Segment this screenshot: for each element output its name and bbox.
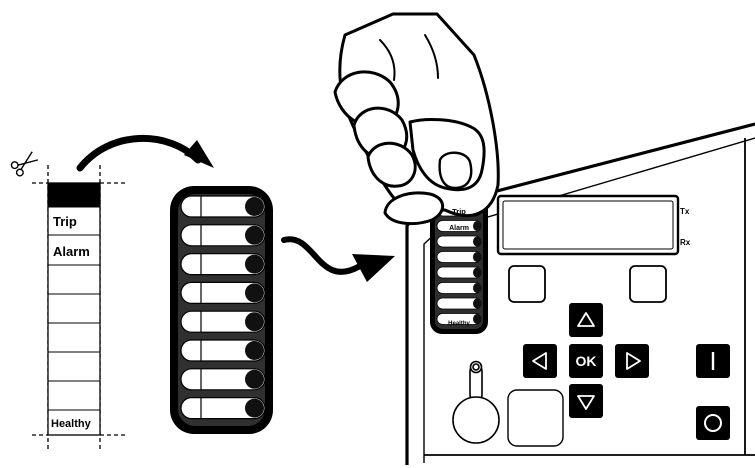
nav-down-button[interactable] xyxy=(569,384,603,418)
insert-arrow-2 xyxy=(281,236,395,282)
panel-label-healthy: Healthy xyxy=(448,321,470,327)
strip-label-alarm: Alarm xyxy=(53,244,90,259)
strip-cap xyxy=(48,183,100,207)
selector-knob[interactable] xyxy=(452,360,500,444)
pocket-slot xyxy=(180,224,266,247)
pocket-slot xyxy=(180,368,266,391)
arrow-up-icon xyxy=(577,312,595,327)
pocket-slot xyxy=(180,310,266,333)
pocket-slot xyxy=(180,397,266,420)
pocket-slot xyxy=(180,339,266,362)
close-button[interactable] xyxy=(696,344,730,378)
nav-right-button[interactable] xyxy=(615,344,649,378)
pocket-slot xyxy=(180,253,266,276)
device-slot xyxy=(436,251,482,263)
lcd-display xyxy=(496,194,680,256)
strip-label-trip: Trip xyxy=(53,214,77,229)
open-breaker-icon xyxy=(704,414,722,432)
arrow-left-icon xyxy=(532,352,547,370)
pocket-slot xyxy=(180,281,266,304)
panel-label-trip: Trip xyxy=(452,207,466,216)
device-panel-labels: Trip Alarm Healthy xyxy=(448,207,470,327)
nav-up-button[interactable] xyxy=(569,303,603,337)
device-slot xyxy=(436,220,482,232)
hand-icon xyxy=(333,12,500,226)
insert-arrow-1 xyxy=(76,134,214,172)
arrow-down-icon xyxy=(577,395,595,410)
panel-label-alarm: Alarm xyxy=(449,225,469,232)
device-slot xyxy=(436,282,482,294)
device-slot xyxy=(436,297,482,310)
device-slot xyxy=(436,235,482,248)
device-slot xyxy=(436,313,482,325)
ok-button[interactable]: OK xyxy=(569,344,603,378)
enlarged-label-pocket xyxy=(170,186,273,434)
pocket-slot xyxy=(180,195,266,218)
ok-label: OK xyxy=(576,353,597,369)
blank-window xyxy=(507,389,564,447)
tx-label: Tx xyxy=(680,207,690,216)
nav-left-button[interactable] xyxy=(523,344,557,378)
pocket-slots xyxy=(180,195,266,420)
scissors-icon xyxy=(10,151,39,177)
soft-key-right[interactable] xyxy=(629,265,667,303)
arrow-right-icon xyxy=(626,352,641,370)
label-strip: Trip Alarm Healthy xyxy=(32,165,125,450)
rx-label: Rx xyxy=(680,238,691,247)
soft-key-left[interactable] xyxy=(508,265,546,303)
open-button[interactable] xyxy=(696,406,730,440)
device-slot xyxy=(436,266,482,279)
strip-label-healthy: Healthy xyxy=(51,418,92,430)
